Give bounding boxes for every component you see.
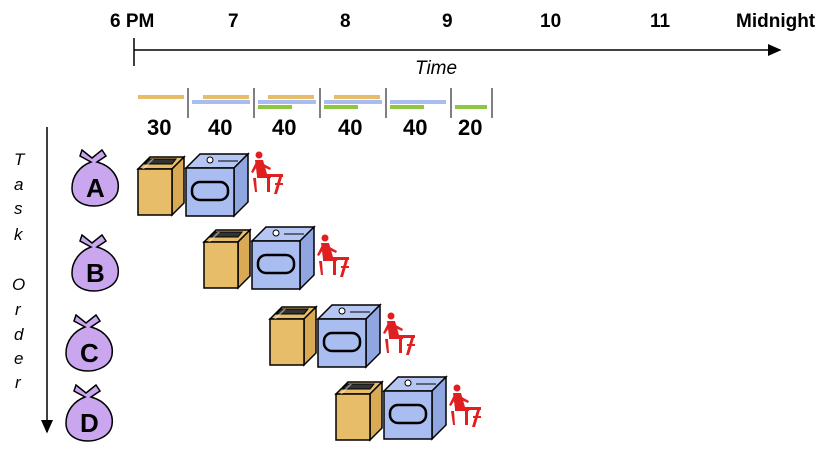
- task-order-letter: O: [12, 275, 25, 294]
- task-label-b: B: [86, 258, 105, 288]
- folding-person-icon: [251, 151, 283, 194]
- duration-label-3: 40: [272, 115, 296, 140]
- wash-bar-d: [334, 95, 380, 99]
- washer-icon: [269, 306, 317, 366]
- washer-icon: [203, 229, 251, 289]
- task-order-label: T a s k O r d e r: [12, 150, 26, 392]
- duration-label-1: 30: [147, 115, 171, 140]
- dry-bar-a: [192, 100, 250, 104]
- folding-person-icon: [317, 234, 349, 277]
- wash-bar-c: [268, 95, 314, 99]
- duration-label-5: 40: [403, 115, 427, 140]
- fold-bar-a: [258, 105, 292, 109]
- duration-labels: 30 40 40 40 40 20: [147, 115, 482, 140]
- fold-bar-d: [455, 105, 487, 109]
- dryer-icon: [382, 375, 448, 441]
- hour-label-7: 7: [228, 11, 239, 32]
- task-order-letter: a: [14, 175, 23, 194]
- task-order-letter: e: [14, 349, 23, 368]
- task-order-letter: s: [14, 199, 23, 218]
- washer-icon: [335, 381, 383, 441]
- wash-bar-b: [203, 95, 249, 99]
- task-row-b: B: [71, 225, 349, 292]
- hour-label-8: 8: [340, 11, 351, 32]
- fold-bar-b: [324, 105, 358, 109]
- duration-label-6: 20: [458, 115, 482, 140]
- task-row-d: D: [65, 375, 481, 442]
- hour-label-6pm: 6 PM: [110, 11, 154, 32]
- task-order-letter: k: [14, 225, 24, 244]
- dry-bar-b: [258, 100, 316, 104]
- dryer-icon: [316, 303, 382, 369]
- task-order-letter: r: [15, 300, 22, 319]
- dry-bar-c: [324, 100, 382, 104]
- task-order-letter: T: [14, 150, 26, 169]
- hour-label-9: 9: [442, 11, 453, 32]
- duration-label-4: 40: [338, 115, 362, 140]
- stage-separators: [187, 88, 493, 118]
- duration-label-2: 40: [208, 115, 232, 140]
- folding-person-icon: [449, 384, 481, 427]
- task-label-d: D: [80, 408, 99, 438]
- task-label-a: A: [86, 173, 105, 203]
- task-label-c: C: [80, 338, 99, 368]
- task-row-a: A: [71, 149, 283, 218]
- hour-labels: 6 PM 7 8 9 10 11 Midnight: [110, 11, 816, 32]
- dry-bar-d: [390, 100, 446, 104]
- fold-bar-c: [390, 105, 424, 109]
- task-order-letter: d: [14, 325, 24, 344]
- hour-label-11: 11: [650, 11, 671, 32]
- time-axis-label: Time: [415, 58, 457, 79]
- dryer-icon: [250, 225, 316, 291]
- task-order-letter: r: [15, 373, 22, 392]
- hour-label-midnight: Midnight: [736, 11, 816, 32]
- task-row-c: C: [65, 303, 415, 372]
- washer-icon: [137, 156, 185, 216]
- folding-person-icon: [383, 312, 415, 355]
- dryer-icon: [184, 152, 250, 218]
- wash-bar-a: [138, 95, 184, 99]
- hour-label-10: 10: [540, 11, 561, 32]
- stage-bars: [138, 95, 487, 109]
